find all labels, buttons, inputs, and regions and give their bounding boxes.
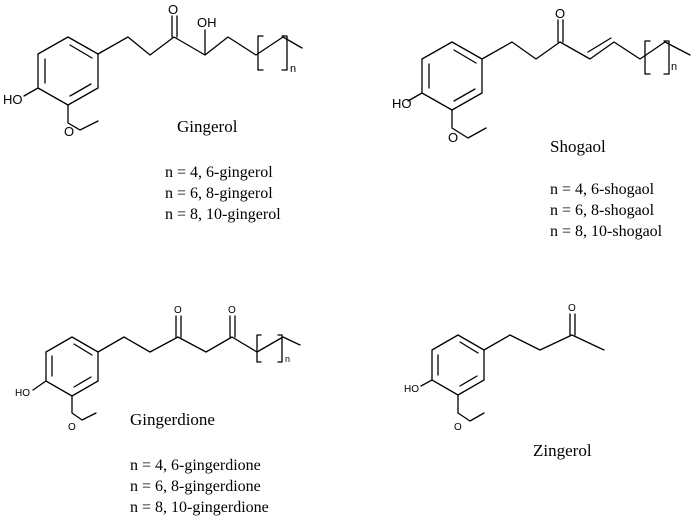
shogaol-phenol-label: HO [392, 96, 412, 111]
shogaol-name: Shogaol [550, 137, 606, 156]
gingerol-bracket-left [257, 35, 264, 71]
zingerol-methoxy-label: O [454, 422, 462, 433]
gingerol-variant-list: n = 4, 6-gingerol n = 6, 8-gingerol n = … [165, 162, 281, 225]
gingerol-methoxy-label: O [64, 124, 74, 139]
gingerol-bracket-right [281, 35, 288, 71]
zingerol-phenol-label: HO [404, 384, 419, 395]
gingerol-side-chain [97, 36, 284, 56]
zingerol-name: Zingerol [533, 441, 592, 460]
gingerol-variant-item: n = 8, 10-gingerol [165, 206, 281, 223]
zingerol-side-chain [483, 334, 605, 351]
shogaol-variant-item: n = 4, 6-shogaol [550, 181, 655, 198]
gingerdione-variant-item: n = 4, 6-gingerdione [130, 457, 261, 474]
gingerdione-name: Gingerdione [130, 410, 215, 429]
gingerdione-repeat-label: n [285, 354, 290, 364]
gingerol-structure: O OH HO O n [3, 2, 303, 139]
shogaol-methoxy-bonds [451, 109, 487, 139]
gingerdione-bracket-left [256, 334, 262, 363]
gingerol-oxo-label: O [168, 2, 178, 17]
zingerol-benzene-ring [431, 334, 485, 396]
gingerdione-oxo2-label: O [228, 305, 236, 316]
shogaol-variant-item: n = 6, 8-shogaol [550, 202, 655, 219]
gingerdione-variant-list: n = 4, 6-gingerdione n = 6, 8-gingerdion… [130, 455, 269, 518]
gingerol-methoxy-bonds [67, 104, 99, 131]
gingerol-variant-item: n = 6, 8-gingerol [165, 185, 273, 202]
zingerol-oxo-label: O [568, 303, 576, 314]
shogaol-oxo-label: O [555, 6, 565, 21]
gingerdione-variant-item: n = 8, 10-gingerdione [130, 499, 269, 516]
shogaol-variant-list: n = 4, 6-shogaol n = 6, 8-shogaol n = 8,… [550, 179, 662, 242]
gingerdione-structure: O O HO O n [15, 305, 301, 433]
shogaol-bracket-right [663, 40, 670, 75]
gingerdione-bracket-right [277, 334, 283, 363]
shogaol-repeat-label: n [671, 61, 677, 73]
gingerol-variant-item: n = 4, 6-gingerol [165, 164, 273, 181]
gingerol-hydroxyl-label: OH [197, 15, 217, 30]
gingerol-name: Gingerol [177, 117, 238, 136]
gingerdione-phenol-label: HO [15, 388, 30, 399]
shogaol-side-chain [481, 41, 666, 60]
gingerol-phenol-label: HO [3, 92, 23, 107]
gingerdione-benzene-ring [45, 336, 99, 397]
shogaol-variant-item: n = 8, 10-shogaol [550, 223, 663, 240]
gingerdione-methoxy-label: O [68, 422, 76, 433]
gingerdione-oxo1-label: O [174, 305, 182, 316]
shogaol-bracket-left [644, 40, 651, 75]
gingerol-repeat-label: n [290, 63, 296, 75]
shogaol-methoxy-label: O [448, 130, 458, 145]
zingerol-methoxy-bonds [457, 394, 485, 422]
gingerdione-variant-item: n = 6, 8-gingerdione [130, 478, 261, 495]
zingerol-structure: O HO O [404, 303, 605, 433]
shogaol-structure: O HO O n [392, 6, 691, 145]
gingerdione-methoxy-bonds [71, 395, 97, 421]
shogaol-benzene-ring [421, 41, 483, 111]
gingerol-benzene-ring [37, 36, 99, 106]
gingerdione-side-chain [97, 336, 284, 353]
